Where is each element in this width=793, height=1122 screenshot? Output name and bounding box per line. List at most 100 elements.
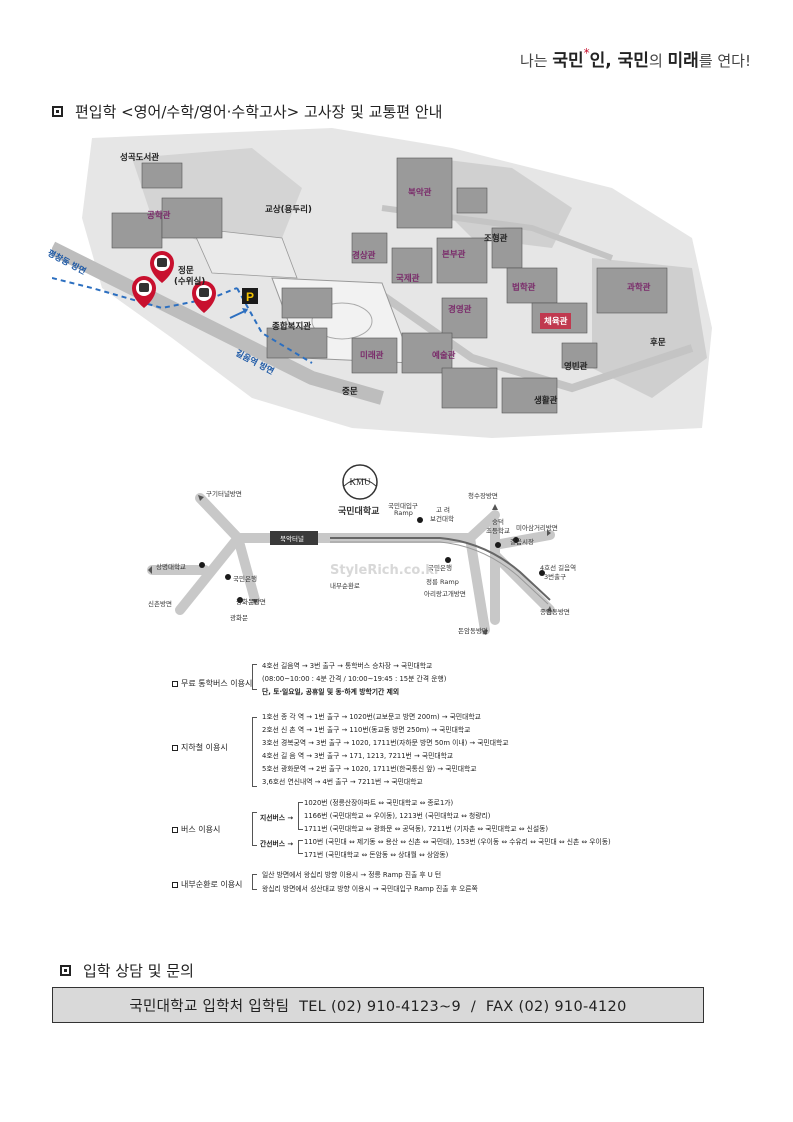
bus-stop-marker [132,276,156,308]
subway-line: 2호선 신 촌 역 → 1번 출구 → 110번(동교동 방면 250m) → … [262,726,471,734]
category-shuttle-label: 무료 통학버스 이용시 [181,679,253,688]
route-kb-bank-2: 국민은행 [428,564,452,572]
route-line4-1: 4호선 길음역 [540,564,577,572]
tunnel-box [270,531,318,545]
route-university: 국민대학교 [338,507,380,517]
label-bonbu: 본부관 [442,250,466,260]
brace [252,717,257,787]
label-bugak: 북악관 [408,188,432,198]
transport-info: 무료 통학버스 이용시 4호선 길음역 → 3번 출구 → 통학버스 승차장 →… [172,660,732,920]
label-gyosang: 교상(용두리) [265,205,312,215]
section-title-contact-text: 입학 상담 및 문의 [83,962,194,980]
trunk-bus-label: 간선버스 → [260,840,294,848]
route-miari: 미아삼거리방면 [516,524,558,532]
small-square-icon [172,881,178,888]
branch-bus-line: 1166번 (국민대학교 ⇔ 우이동), 1213번 (국민대학교 ⇔ 청량리) [304,812,491,820]
route-kookmin-bank: 국민은행 [233,575,257,583]
label-gukje: 국제관 [396,274,420,284]
route-korea-health-1: 고 려 [436,506,451,514]
slogan-kookmin: 국민 [552,51,584,71]
route-gwanghwamun-dir: 광화문방면 [236,598,266,606]
route-korea-health-2: 보건대학 [430,515,454,523]
section-title-contact: 입학 상담 및 문의 [60,960,194,981]
label-jeongmun: 정문 [178,266,194,276]
branch-bus-line: 1020번 (정릉산장아파트 ⇔ 국민대학교 ⇔ 종로1가) [304,799,454,807]
label-cheyuk: 체육관 [540,313,572,329]
slogan-in: 인, [589,51,618,71]
route-sangmyung: 상명대학교 [156,563,186,571]
subway-line: 5호선 광화문역 → 2번 출구 → 1020, 1711번(한국통신 앞) →… [262,765,477,773]
subway-line: 4호선 길 음 역 → 3번 출구 → 171, 1213, 7211번 → 국… [262,752,454,760]
route-jongam: 종암동방면 [540,608,570,616]
slogan-suffix: 를 연다! [698,52,751,70]
section-title-map: 편입학 <영어/수학/영어·수학고사> 고사장 및 교통편 안내 [52,101,442,122]
label-gwahak: 과학관 [627,283,651,293]
route-gugi-tunnel: 구기터널방면 [206,490,242,498]
brace [252,812,257,846]
route-gwanghwamun: 광화문 [230,614,248,622]
route-donam: 돈암동방면 [458,627,488,635]
shuttle-line: 4호선 길음역 → 3번 출구 → 통학버스 승차장 → 국민대학교 [262,662,433,670]
label-jungmun: 중문 [342,387,358,397]
section-title-map-text: 편입학 <영어/수학/영어·수학고사> 고사장 및 교통편 안내 [75,103,443,121]
slogan-prefix: 나는 [519,52,553,70]
square-bullet-icon [60,965,71,976]
small-square-icon [172,680,178,687]
parking-icon: P [242,288,258,304]
route-naebu: 내부순환로 [330,582,360,590]
brace [252,874,257,890]
subway-line: 3,6호선 연신내역 → 4번 출구 → 7211번 → 국민대학교 [262,778,423,786]
brace [298,802,303,830]
route-arirang: 아리랑고개방면 [424,590,466,598]
slogan-future: 미래 [667,51,699,71]
route-sungdeok-1: 숭덕 [492,518,504,526]
route-bugak-tunnel: 북악터널 [280,535,304,543]
bus-stop-marker [150,251,174,283]
route-gireum-market: 길음시장 [510,538,534,546]
label-yeongbin: 영빈관 [564,362,588,372]
label-humun: 후문 [650,338,666,348]
route-entrance-ramp-1: 국민대입구 [388,502,418,510]
category-shuttle: 무료 통학버스 이용시 [172,678,252,689]
trunk-bus-line: 171번 (국민대학교 ⇔ 돈암동 ⇔ 상대월 ⇔ 상암동) [304,851,449,859]
shuttle-line: (08:00~10:00 : 4분 간격 / 10:00~19:45 : 15분… [262,675,447,683]
label-suwisil: (수위실) [174,277,206,287]
label-beophak: 법학관 [512,283,536,293]
shuttle-line: 단, 토·일요일, 공휴일 및 동·하계 방학기간 제외 [262,688,400,696]
svg-text:KMU: KMU [349,477,371,487]
category-ring-label: 내부순환로 이용시 [181,880,243,889]
label-seonggok-library: 성곡도서관 [120,153,160,163]
label-mirae: 미래관 [360,351,384,361]
campus-map-illustration: P [48,128,712,438]
route-entrance-ramp-2: Ramp [394,509,413,517]
label-johyeong: 조형관 [484,234,508,244]
route-cheongsujang: 청수장방면 [468,492,498,500]
branch-bus-label: 지선버스 → [260,814,294,822]
label-yesul: 예술관 [432,351,456,361]
ring-line: 왕십리 방면에서 성산대교 방향 이용시 → 국민대입구 Ramp 진출 후 오… [262,885,478,893]
category-bus-label: 버스 이용시 [181,825,221,834]
label-saenghwal: 생활관 [534,396,558,406]
small-square-icon [172,826,178,833]
subway-line: 3호선 경복궁역 → 3번 출구 → 1020, 1711번(자하문 방면 50… [262,739,509,747]
route-jeongneung-ramp: 정릉 Ramp [426,578,459,586]
label-gyeongsang: 경상관 [352,251,376,261]
category-subway: 지하철 이용시 [172,742,228,753]
campus-map: P 성곡도서관 공학관 정문 (수위실) 교상(용두리) 북악관 조형관 경상관… [46,128,712,438]
svg-text:P: P [246,290,254,304]
route-diagram-roads: KMU [147,464,555,635]
route-diagram: KMU 국민대학교 구기터널방면 북악터널 상명대학교 국민은행 신촌방면 광화… [140,460,610,660]
slogan-ui: 의 [648,52,668,70]
brace [252,664,257,690]
category-ring-road: 내부순환로 이용시 [172,879,242,890]
label-gyeongyeong: 경영관 [448,305,472,315]
branch-bus-line: 1711번 (국민대학교 ⇔ 광화문 ⇔ 공덕동), 7211번 (기자촌 ⇔ … [304,825,548,833]
route-sungdeok-2: 초등학교 [486,527,510,535]
route-sinchon: 신촌방면 [148,600,172,608]
small-square-icon [172,744,178,751]
label-gonghak: 공학관 [147,211,171,221]
contact-box: 국민대학교 입학처 입학팀 TEL (02) 910-4123~9 / FAX … [52,987,704,1023]
category-subway-label: 지하철 이용시 [181,743,228,752]
category-bus: 버스 이용시 [172,824,220,835]
watermark: StyleRich.co.kr [330,563,441,578]
